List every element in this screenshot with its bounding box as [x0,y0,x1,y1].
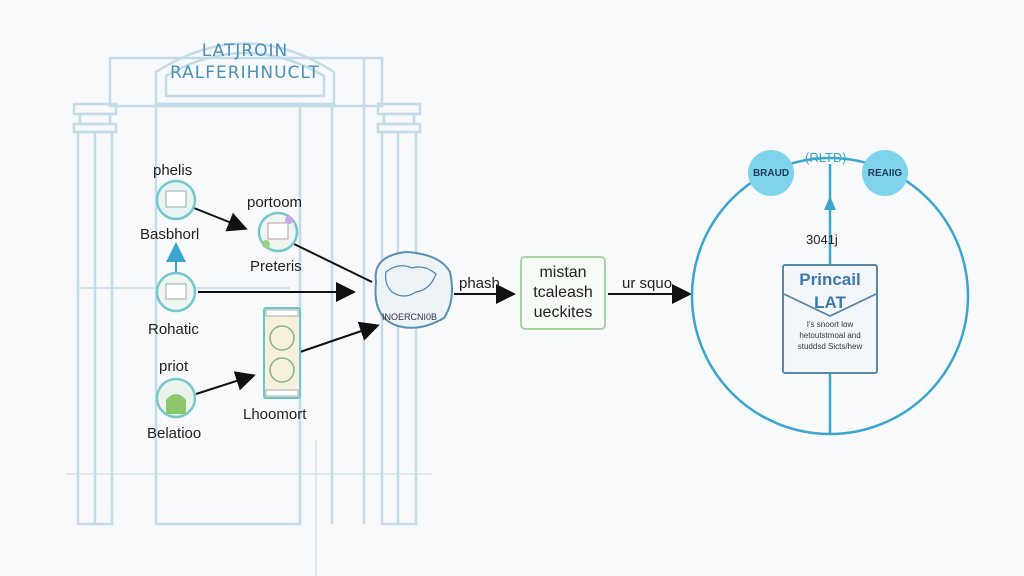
card-body-line-3: studdsd Sicts/hew [797,342,863,351]
edge-priot-choomort [195,371,256,395]
card-title-line-2: LAT [814,293,846,312]
node-choomort[interactable] [263,307,301,399]
label-priot-top: priot [159,358,189,375]
badge-right-label: REAIIG [867,167,903,179]
edge-portoom-hub [293,243,373,283]
node-phels[interactable] [155,179,197,221]
scroll-icon [269,325,295,351]
node-portoom[interactable] [257,211,299,253]
circle-top-label: (RLTD) [805,150,847,165]
badge-left-label: BRAUD [752,167,790,179]
process-line-2: tcaleash [533,284,593,301]
hub-label: INOERCNI0B [382,312,438,322]
label-phels-bottom: Basbhorl [140,226,200,243]
process-line-1: mistan [539,264,587,281]
label-priot-bottom: Belatioo [147,425,202,442]
person-icon [166,394,186,414]
label-rohatic-bottom: Rohatic [148,321,199,338]
sign-line-2: RALFERIHNUCLT [170,63,320,83]
label-choomort-bottom: Lhoomort [243,406,307,423]
document-icon [165,190,187,208]
process-line-3: ueckites [533,304,593,321]
edge-choomort-hub [299,321,380,353]
card-body-line-2: hetoutstmoal and [799,331,861,340]
label-portoom-bottom: Preteris [250,258,302,275]
edges [166,207,692,395]
label-phels-top: phelis [153,162,193,179]
card-title-line-1: Princail [799,270,861,289]
edge-label-ursquo: ur squo [622,275,673,292]
label-portoom-top: portoom [247,194,303,211]
hub-node[interactable] [374,250,453,329]
edge-label-phash: phash [459,275,500,292]
blueprint-building [66,42,432,576]
colorful-chart-icon [267,222,289,240]
node-rohatic[interactable] [155,271,197,313]
badge-right[interactable]: REAIIG [862,150,908,196]
badge-left[interactable]: BRAUD [748,150,794,196]
node-priot[interactable] [155,377,197,419]
globe-icon [385,265,437,297]
principal-card[interactable]: Princail LAT I's snoort low hetoutstmoal… [782,264,878,374]
card-envelope-icon [784,293,876,317]
circle-arrow-label: 3041j [806,232,838,247]
card-body-line-1: I's snoort low [806,320,854,329]
edge-phels-portoom [193,207,248,232]
building-sign: LATJROIN RALFERIHNUCLT [160,40,330,100]
process-box[interactable]: mistan tcaleash ueckites [520,256,606,330]
document-icon [165,283,187,300]
sign-line-1: LATJROIN [201,41,289,61]
